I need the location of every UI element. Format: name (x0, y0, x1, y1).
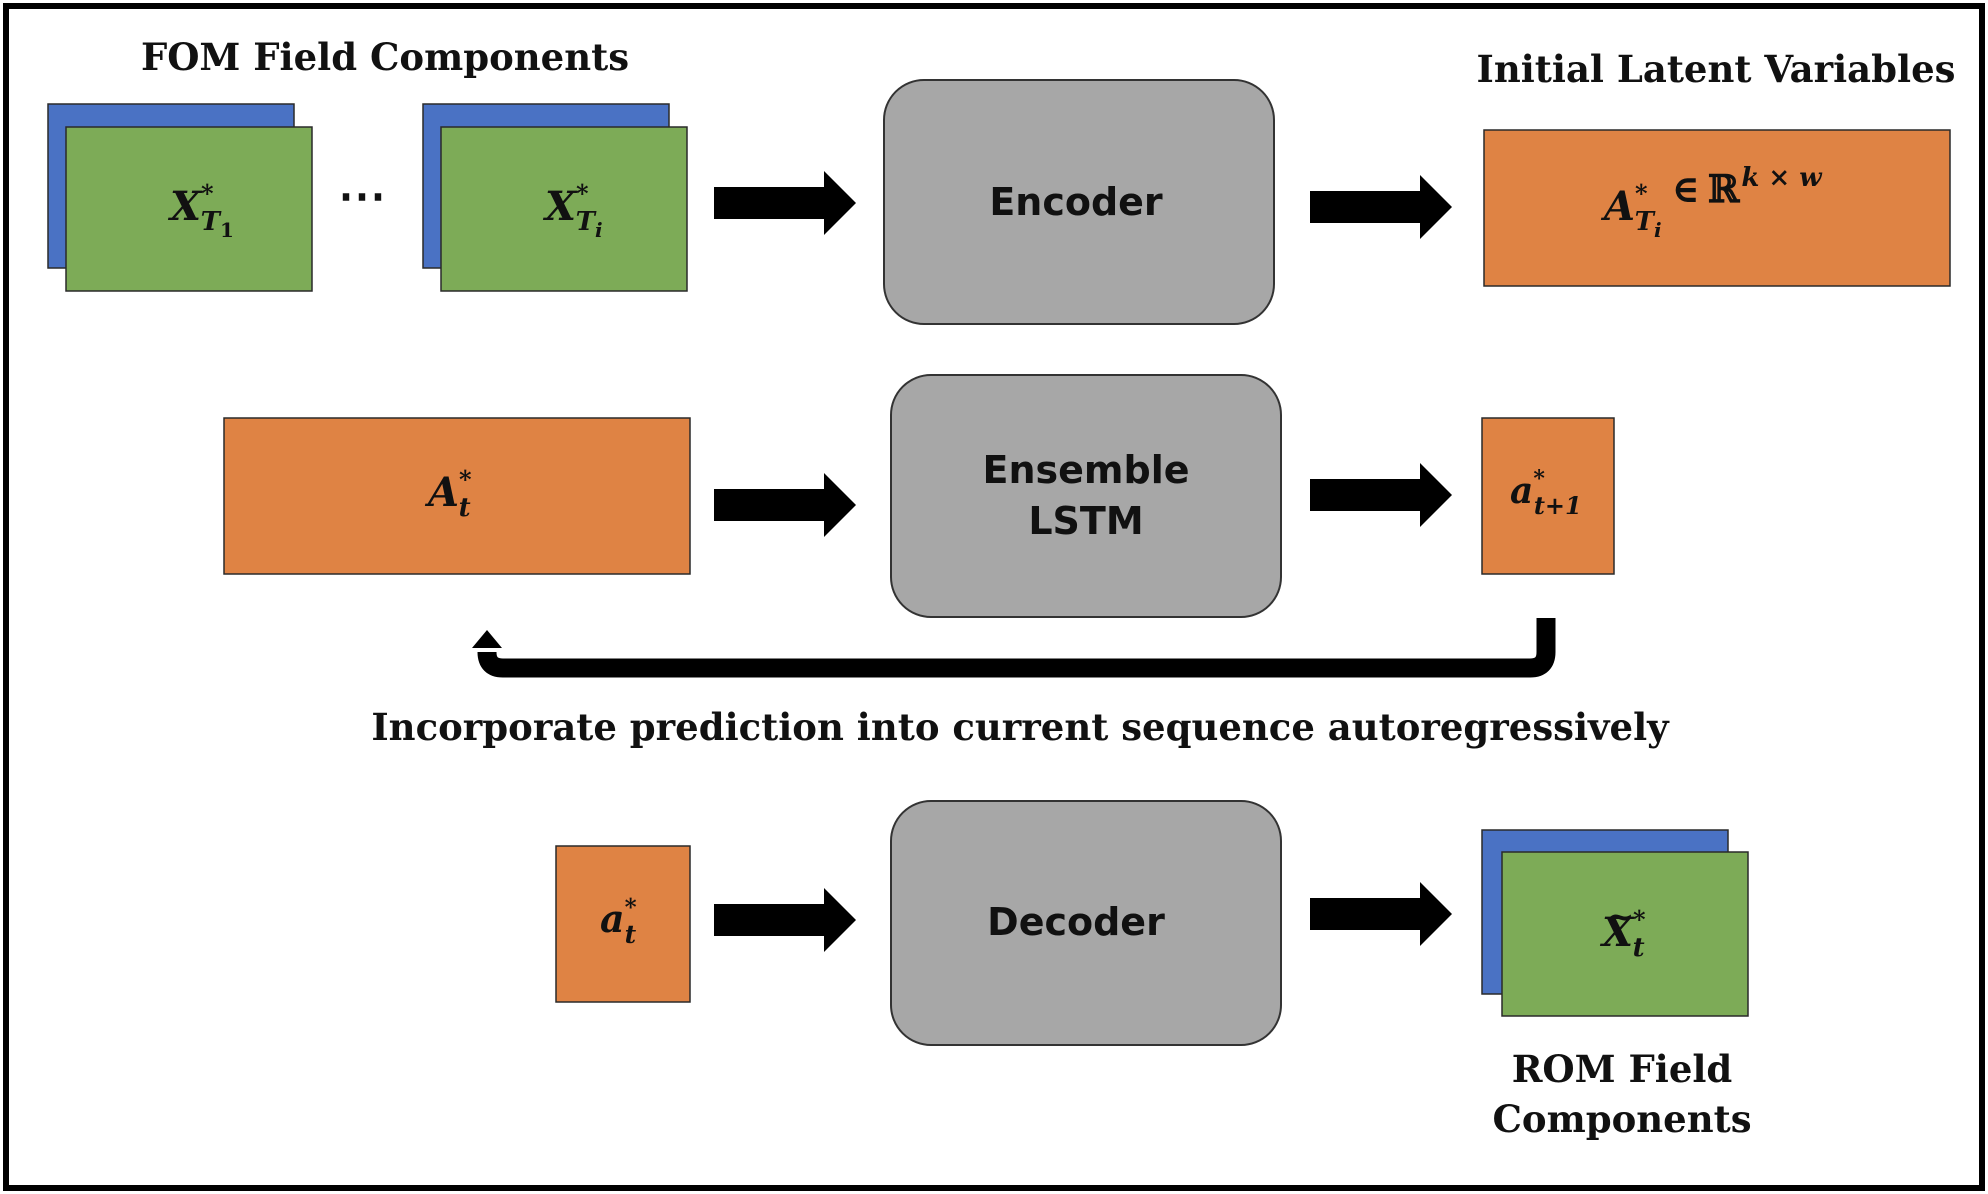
arrow-to-prediction (1310, 463, 1452, 527)
feedback-caption: Incorporate prediction into current sequ… (371, 705, 1670, 749)
fom-field-components-title: FOM Field Components (141, 35, 629, 79)
initial-latent-variable: A*Ti∈ℝk × w (1600, 163, 1823, 242)
field-i-variable: X*Ti (542, 179, 603, 242)
ellipsis: ⋯ (338, 168, 386, 224)
field-front-card (65, 126, 313, 292)
arrow-to-initial-latent (1310, 175, 1452, 239)
fom-field-stack-1: X*T1 (47, 103, 313, 292)
encoder-label: Encoder (989, 180, 1163, 224)
autoregressive-feedback-arrow (477, 618, 1556, 678)
ensemble-lstm-label-line1: Ensemble (983, 448, 1190, 492)
prediction-block (1481, 417, 1615, 575)
field-1-variable: X*T1 (167, 179, 234, 242)
initial-latent-variables-title: Initial Latent Variables (1477, 47, 1956, 91)
rom-field-accent: ~ (1606, 897, 1635, 937)
fom-field-stack-i: X*Ti (422, 103, 688, 292)
field-front-card (1501, 851, 1749, 1017)
latent-input-block (555, 845, 691, 1003)
prediction-variable: a*t+1 (1510, 466, 1582, 520)
rom-field-components-title-line1: ROM Field (1512, 1047, 1733, 1091)
rom-field-stack: ~ X*t (1481, 829, 1749, 1017)
encoder-block (883, 79, 1275, 325)
rom-field-components-title-line2: Components (1492, 1097, 1751, 1141)
current-sequence-variable: A*t (424, 465, 472, 523)
initial-latent-block (1483, 129, 1951, 287)
ensemble-lstm-block (890, 374, 1282, 618)
feedback-arrowhead (472, 630, 502, 648)
arrow-to-encoder (714, 171, 856, 235)
decoder-label: Decoder (987, 900, 1165, 944)
arrow-to-ensemble-lstm (714, 473, 856, 537)
latent-input-variable: a*t (600, 894, 637, 949)
field-front-card (440, 126, 688, 292)
arrow-to-decoder (714, 888, 856, 952)
rom-field-variable: X*t (1599, 905, 1646, 963)
arrow-to-rom-output (1310, 882, 1452, 946)
decoder-block (890, 800, 1282, 1046)
current-sequence-block (223, 417, 691, 575)
ensemble-lstm-label-line2: LSTM (1028, 499, 1143, 543)
